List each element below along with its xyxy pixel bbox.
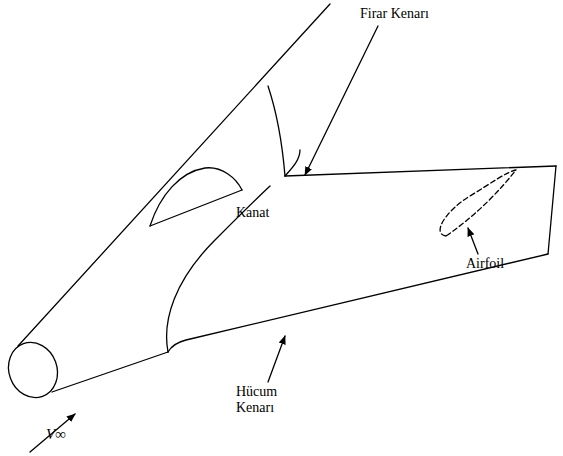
leading-edge [168,254,548,352]
leader-arrow [268,336,285,382]
trailing-edge [285,166,556,176]
canopy [150,168,242,226]
velocity-label: V∞ [46,426,66,442]
fin [268,86,285,176]
leader-arrow [305,26,378,175]
canopy-base [150,190,242,226]
fuselage-line [52,352,168,392]
fuselage-line [18,4,330,346]
wing-root [167,186,270,352]
part-label: Airfoil [466,256,504,272]
part-label: Firar Kenarı [360,6,429,22]
nose-ellipse [1,335,65,404]
flow-arrow [30,414,75,452]
part-label: Hücum Kenarı [236,384,286,416]
part-label: Kanat [236,205,269,221]
leader-arrow [468,228,478,254]
wing-tip [548,166,556,254]
fin [285,150,300,176]
airfoil-section [440,170,516,236]
